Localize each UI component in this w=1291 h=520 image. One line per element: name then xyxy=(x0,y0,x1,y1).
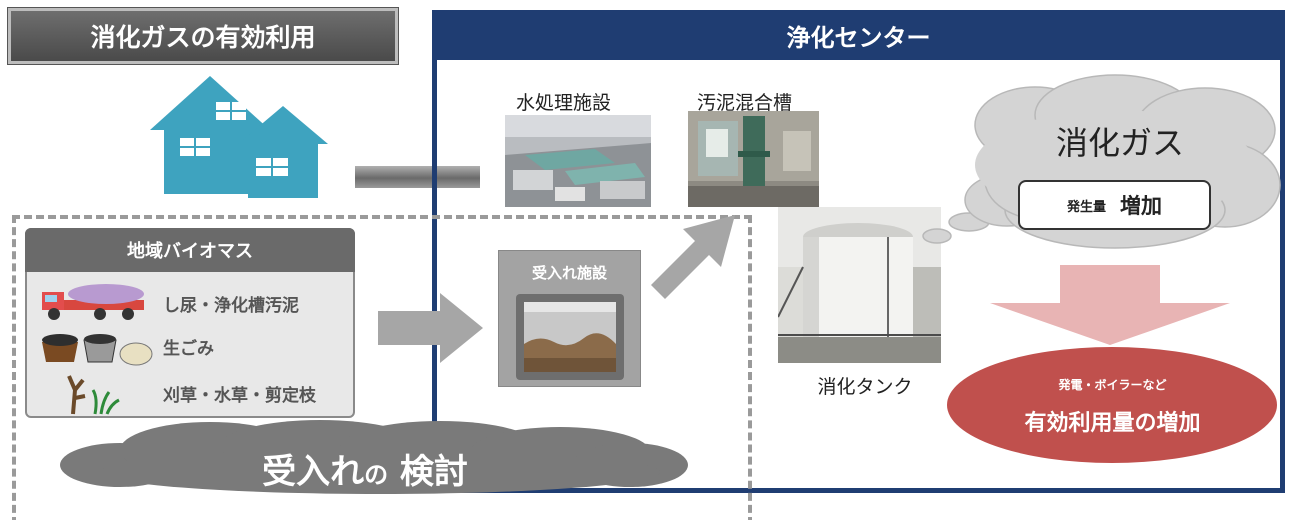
center-header: 浄化センター xyxy=(432,10,1285,60)
gas-title: 消化ガス xyxy=(1055,124,1184,162)
biomass-dashed-region xyxy=(12,215,752,520)
receiving-facility-label: 受入れ施設 xyxy=(531,264,607,282)
biomass-title: 地域バイオマス xyxy=(127,241,253,262)
truck-icon xyxy=(40,282,150,322)
down-arrow-icon xyxy=(990,265,1230,345)
left-title: 消化ガスの有効利用 xyxy=(90,23,316,52)
digester-tank-label: 消化タンク xyxy=(817,376,913,398)
biomass-item-night-soil: し尿・浄化槽汚泥 xyxy=(163,296,299,316)
biomass-item-food-waste: 生ごみ xyxy=(163,339,214,359)
gas-generation-label: 発生量 xyxy=(1066,199,1106,215)
center-title: 浄化センター xyxy=(786,23,931,52)
review-particle: の xyxy=(364,461,389,489)
biomass-item-grass: 刈草・水草・剪定枝 xyxy=(163,386,316,406)
arrow-to-sludge-tank-icon xyxy=(645,205,745,300)
garbage-icon xyxy=(38,328,156,366)
result-ellipse xyxy=(945,345,1280,465)
grass-icon xyxy=(65,370,125,415)
left-title-plate: 消化ガスの有効利用 xyxy=(7,7,399,65)
water-treatment-photo xyxy=(505,115,651,207)
sludge-tank-photo xyxy=(688,111,819,207)
water-treatment-label: 水処理施設 xyxy=(516,92,612,114)
houses-icon xyxy=(150,72,330,202)
tank-container-icon xyxy=(514,292,626,382)
gas-generation-value: 増加 xyxy=(1120,194,1162,218)
biomass-header: 地域バイオマス xyxy=(25,228,355,272)
gas-generation-box: 発生量 増加 xyxy=(1018,180,1211,230)
review-main: 受入れ xyxy=(262,452,365,492)
result-title: 有効利用量の増加 xyxy=(1024,411,1201,436)
arrow-to-receiving-icon xyxy=(378,293,483,363)
digester-tank-photo xyxy=(778,207,941,363)
result-subtitle: 発電・ボイラーなど xyxy=(1058,378,1167,392)
review-tail: 検討 xyxy=(399,452,468,492)
review-cloud-label: 受入れの 検討 xyxy=(200,444,530,493)
sludge-tank-label: 汚泥混合槽 xyxy=(697,92,793,114)
review-cloud-shape xyxy=(60,420,690,495)
connector-bar xyxy=(355,166,480,188)
